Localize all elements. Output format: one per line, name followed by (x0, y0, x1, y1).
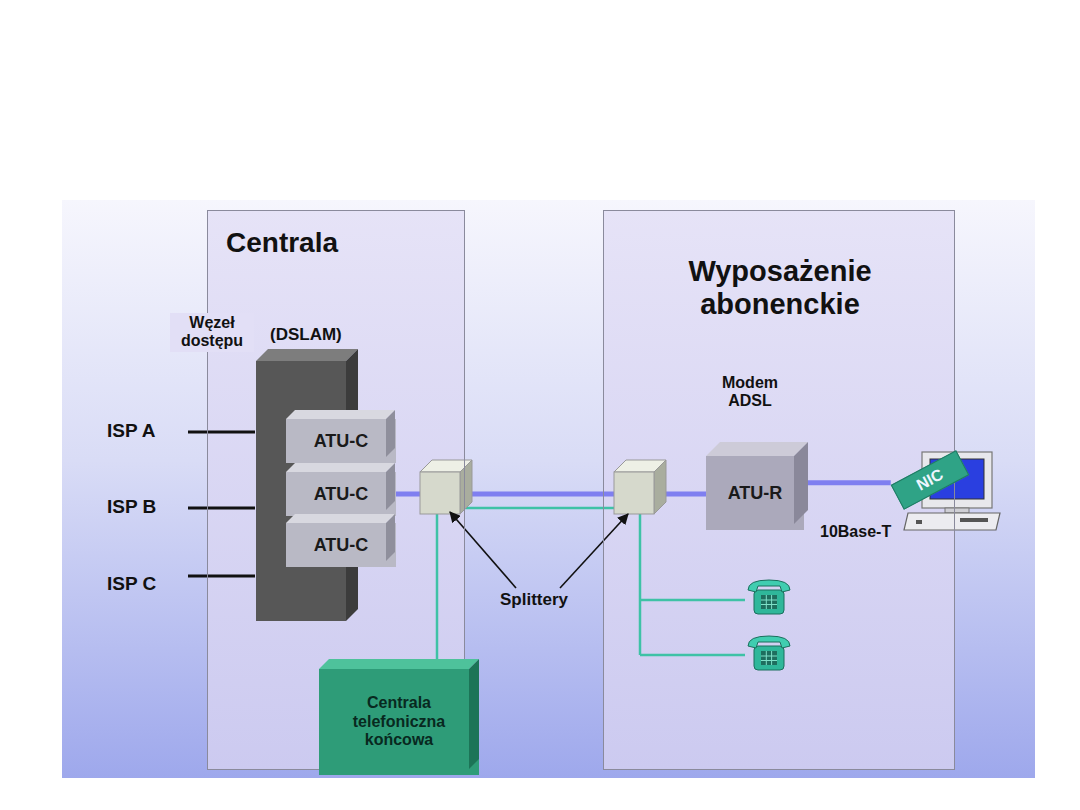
box-side-face (794, 442, 808, 524)
text-label: ISP A (107, 420, 156, 442)
node-heading: Węzeł dostępu (170, 313, 254, 352)
phone-handset (748, 580, 790, 592)
voice-line (639, 510, 642, 655)
node-label: (DSLAM) (270, 325, 342, 345)
phone-keys (761, 595, 777, 609)
atu-c-box: ATU-C (286, 472, 396, 516)
node-label: ATU-C (286, 523, 396, 567)
edge-label: 10Base-T (820, 523, 891, 541)
background-band (62, 200, 1035, 778)
phone-body (754, 646, 784, 670)
isp-line (188, 507, 255, 510)
adsl-modem-box: Modem ADSLATU-R (706, 456, 804, 530)
text-label: ISP C (107, 573, 156, 595)
isp-lines (188, 432, 255, 576)
box-side-face (386, 514, 395, 561)
phone-keypad (761, 595, 777, 609)
node-label: Centrala telefoniczna końcowa (319, 669, 479, 775)
phone-handset (748, 636, 790, 648)
node-label: ATU-R (706, 456, 804, 530)
splitter-side (654, 460, 666, 514)
node-label: NIC (892, 452, 968, 509)
power-light (916, 520, 922, 524)
node-label: ATU-C (286, 419, 396, 463)
dsl-line (804, 480, 891, 485)
box-side-face (386, 410, 395, 457)
drive-slot (960, 518, 988, 522)
voice-lines (437, 508, 745, 668)
node-label: ATU-C (286, 472, 396, 516)
box-top-face (706, 442, 808, 456)
splitter-symbol (614, 460, 666, 514)
text-label: Splittery (500, 590, 568, 610)
box-top-face (286, 410, 395, 419)
node-label-inner: Centrala telefoniczna końcowa (336, 694, 462, 749)
box-top-face (286, 463, 395, 472)
monitor-stand (945, 508, 969, 513)
voice-line (640, 599, 745, 602)
box-side-face (469, 659, 479, 769)
nic-card: NIC (891, 450, 969, 509)
telephone-icon (748, 636, 790, 670)
splitter-side (460, 460, 472, 514)
phone-keypad (761, 651, 777, 665)
voice-line (456, 507, 614, 510)
telephone-exchange-box: Centrala telefoniczna końcowa (319, 669, 479, 775)
telephone-icon (748, 580, 790, 614)
box-top-face (256, 349, 358, 361)
atu-c-box: ATU-C (286, 523, 396, 567)
computer-base (904, 513, 1000, 530)
isp-line (188, 575, 255, 578)
node-heading: Modem ADSL (700, 374, 800, 411)
leader-arrows (450, 512, 628, 588)
isp-line (188, 431, 255, 434)
splitter-front (614, 472, 654, 514)
box-top-face (286, 514, 395, 523)
voice-line (640, 654, 745, 657)
leader-arrow (450, 512, 516, 588)
text-label: ISP B (107, 496, 156, 518)
box-top-face (319, 659, 479, 669)
voice-line (436, 508, 439, 668)
node-label: Wyposażenie abonenckie (650, 255, 910, 322)
dslam-box: Węzeł dostępu(DSLAM)ATU-CATU-CATU-C (256, 361, 346, 621)
node-label: Centrala (226, 227, 338, 259)
phone-keys (761, 651, 777, 665)
splitter-front (420, 472, 460, 514)
box-side-face (386, 463, 395, 510)
exchange-panel: CentralaWęzeł dostępu(DSLAM)ATU-CATU-CAT… (207, 210, 465, 770)
phone-body (754, 590, 784, 614)
atu-c-box: ATU-C (286, 419, 396, 463)
leader-arrow (560, 514, 628, 588)
